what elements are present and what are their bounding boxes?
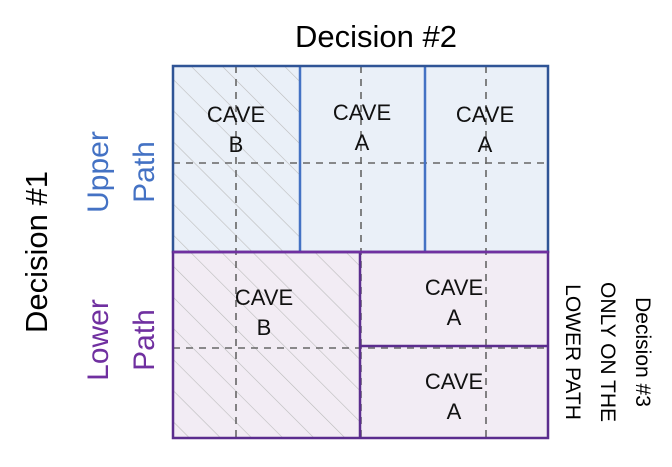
upper-path-borders [298, 66, 427, 252]
decision2-title: Decision #2 [295, 19, 457, 54]
decision1-title: Decision #1 [19, 171, 54, 333]
cave-label-upper-left: CAVE [207, 102, 265, 127]
cave-label-lower-right-bottom: CAVE [425, 369, 483, 394]
cave-label-upper-mid-letter: A [355, 130, 370, 155]
upper-path-label-line2: Path [128, 141, 161, 203]
cave-label-lower-right-top: CAVE [425, 275, 483, 300]
decision3-note-line1: Decision #3 [631, 297, 654, 407]
hatch-lower-left [173, 252, 360, 438]
cave-label-lower-left: CAVE [235, 285, 293, 310]
lower-path-borders [358, 252, 548, 438]
cave-label-lower-right-bottom-letter: A [447, 399, 462, 424]
cave-label-lower-right-top-letter: A [447, 305, 462, 330]
decision3-note-line2: ONLY ON THE [596, 282, 619, 422]
decision3-note-line3: LOWER PATH [561, 284, 584, 420]
lower-path-label-line1: Lower [82, 299, 115, 381]
cave-label-upper-right-letter: A [478, 132, 493, 157]
cave-label-upper-left-letter: B [229, 132, 244, 157]
cave-label-upper-right: CAVE [456, 102, 514, 127]
upper-path-label-line1: Upper [82, 131, 115, 213]
cave-label-upper-mid: CAVE [333, 100, 391, 125]
cave-label-lower-left-letter: B [257, 315, 272, 340]
lower-path-label-line2: Path [128, 309, 161, 371]
